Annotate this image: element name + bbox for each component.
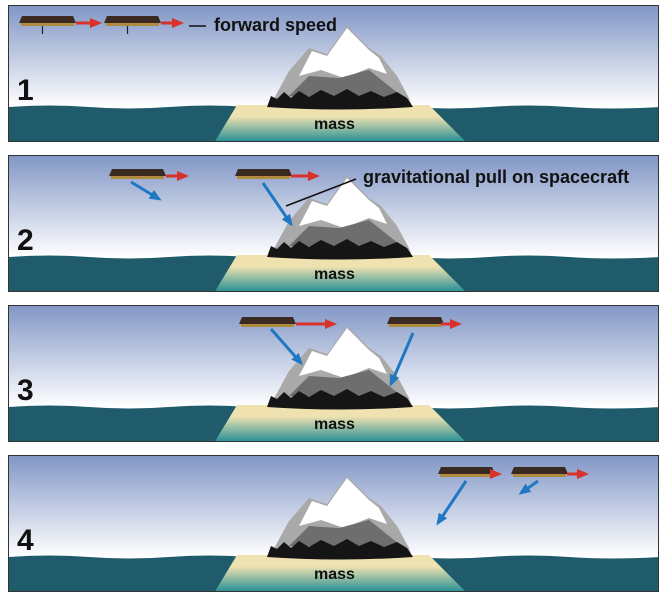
spacecraft-body [513, 474, 566, 477]
forward-speed-arrow-head [325, 319, 337, 329]
panel-number: 4 [17, 524, 34, 557]
forward-speed-arrow-head [172, 18, 184, 28]
spacecraft-panel [438, 467, 495, 474]
island [215, 255, 465, 291]
mountain-snow [299, 28, 387, 78]
forest [267, 239, 413, 260]
spacecraft-panel [239, 317, 296, 324]
mass-label: mass [314, 566, 355, 583]
panel-number: 2 [17, 224, 34, 257]
spacecraft-body [389, 324, 442, 327]
spacecraft-panel [511, 467, 568, 474]
scene-2 [9, 156, 658, 291]
mountain-rock [289, 370, 404, 398]
gravity-arrow-head [281, 213, 293, 227]
scene-3 [9, 306, 658, 441]
spacecraft-body [111, 176, 164, 179]
forward-speed-arrow-head [308, 171, 320, 181]
forest [267, 539, 413, 560]
gravity-arrow-head [518, 483, 532, 495]
panel-4: 4 mass [8, 455, 659, 592]
forward-speed-label: forward speed [214, 15, 338, 35]
island [215, 405, 465, 441]
spacecraft-panel [19, 16, 76, 23]
island [215, 555, 465, 591]
forest [267, 89, 413, 110]
mass-label: mass [314, 116, 355, 133]
mountain-rock [289, 70, 404, 98]
mass-label: mass [314, 266, 355, 283]
spacecraft-panel [104, 16, 161, 23]
forward-speed-arrow-head [577, 469, 589, 479]
spacecraft-body [106, 23, 159, 26]
spacecraft-panel [235, 169, 292, 176]
island [215, 105, 465, 141]
mountain-snow [299, 178, 387, 228]
panel-3: 3 mass [8, 305, 659, 442]
spacecraft-body [440, 474, 493, 477]
spacecraft-body [237, 176, 290, 179]
gravity-arrow-head [148, 190, 162, 201]
forward-speed-arrow-head [177, 171, 189, 181]
gravity-arrow-head [436, 512, 448, 526]
scene-4 [9, 456, 658, 591]
spacecraft-panel [387, 317, 444, 324]
forward-speed-arrow-head [450, 319, 462, 329]
panel-number: 3 [17, 374, 34, 407]
forward-speed-arrow-head [490, 469, 502, 479]
gravitational-pull-label: gravitational pull on spacecraft [363, 167, 630, 187]
mountain-rock [289, 520, 404, 548]
mountain-snow [299, 478, 387, 528]
forward-speed-arrow-head [90, 18, 102, 28]
panel-1: 1 mass forward speed [8, 5, 659, 142]
spacecraft-body [21, 23, 74, 26]
leader-line [285, 178, 357, 207]
gravity-arrow [389, 332, 415, 385]
spacecraft-panel [109, 169, 166, 176]
mountain-snow [299, 328, 387, 378]
forest [267, 389, 413, 410]
spacecraft-body [241, 324, 294, 327]
panel-number: 1 [17, 74, 34, 107]
gravity-arrow-head [389, 373, 400, 387]
mass-label: mass [314, 416, 355, 433]
scene-1 [9, 6, 658, 141]
mountain-rock [289, 220, 404, 248]
panel-2: 2 mass gravitational pull on spacecraft [8, 155, 659, 292]
gravity-arrow-head [291, 352, 303, 366]
